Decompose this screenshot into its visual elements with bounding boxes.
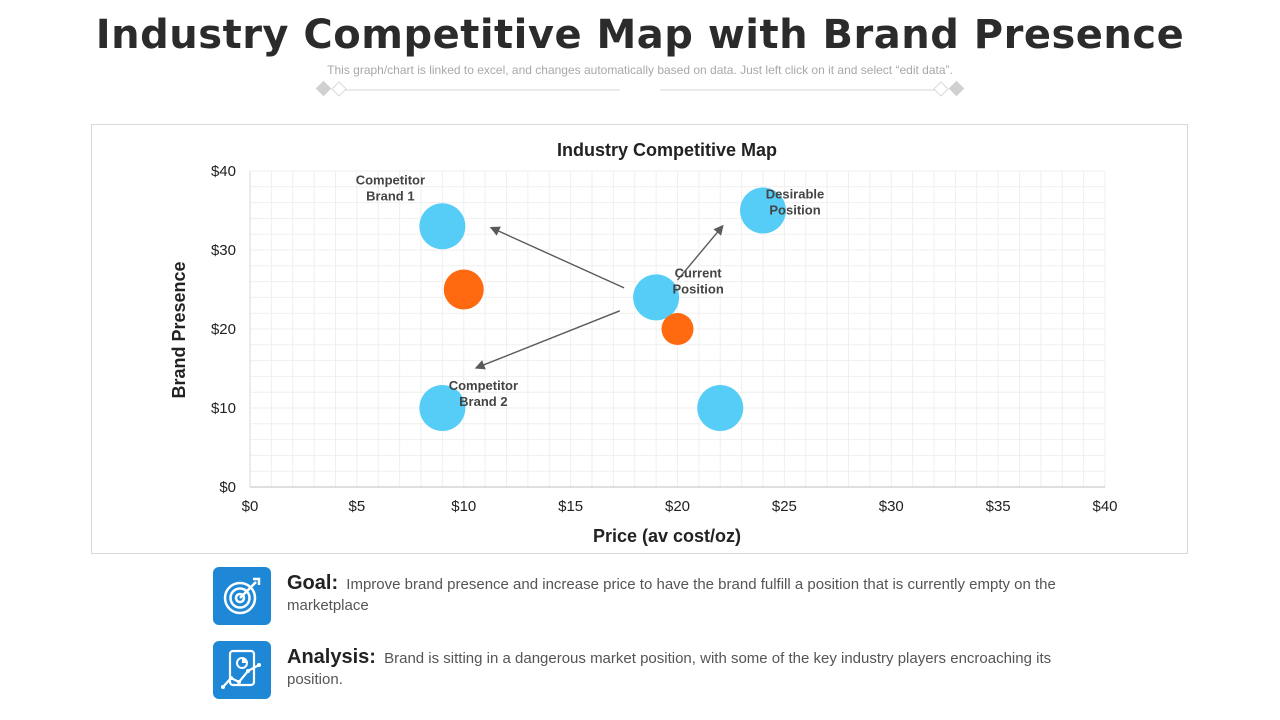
- x-tick-label: $20: [665, 498, 690, 515]
- x-tick-label: $35: [986, 498, 1011, 515]
- analysis-text-block: Analysis: Brand is sitting in a dangerou…: [287, 647, 1067, 690]
- direction-arrow: [474, 310, 621, 370]
- y-tick-label: $30: [211, 242, 236, 259]
- divider-diamond-left-outline: [331, 81, 347, 97]
- x-tick-label: $5: [349, 498, 366, 515]
- divider-diamond-left: [315, 80, 332, 97]
- analytics-report-icon: [213, 641, 271, 699]
- page-subtitle: This graph/chart is linked to excel, and…: [327, 63, 953, 77]
- y-tick-label: $0: [219, 479, 236, 496]
- analysis-heading: Analysis:: [287, 646, 376, 668]
- analysis-description: Brand is sitting in a dangerous market p…: [287, 650, 1052, 688]
- page-title: Industry Competitive Map with Brand Pres…: [95, 12, 1185, 58]
- x-tick-label: $0: [242, 498, 259, 515]
- x-tick-label: $10: [451, 498, 476, 515]
- data-point-blue: [633, 274, 680, 321]
- goal-heading: Goal:: [287, 572, 339, 594]
- title-divider: [315, 80, 965, 97]
- chart-title: Industry Competitive Map: [557, 140, 777, 160]
- direction-arrow: [489, 226, 625, 289]
- chart-axes: $0 $5 $10 $15 $20 $25 $30 $35 $40 $0 $10 $20 $30 $40: [211, 163, 1118, 515]
- data-point-blue: [697, 385, 744, 431]
- data-point-orange: [443, 269, 484, 310]
- goal-description: Improve brand presence and increase pric…: [287, 576, 1056, 614]
- data-point-orange: [661, 313, 694, 345]
- data-point-blue: [419, 385, 466, 431]
- data-point-blue: [419, 203, 466, 250]
- x-tick-label: $40: [1092, 498, 1117, 515]
- target-icon: [213, 567, 271, 625]
- data-point-blue: [740, 187, 786, 234]
- direction-arrow: [676, 224, 724, 281]
- competitive-map-chart: Industry Competitive Map $0 $5 $10 $15 $20 $2…: [169, 140, 1118, 546]
- x-tick-label: $30: [879, 498, 904, 515]
- chart-arrows: [474, 224, 724, 370]
- goal-text-block: Goal: Improve brand presence and increas…: [287, 573, 1067, 616]
- y-axis-label: Brand Presence: [169, 261, 189, 398]
- x-tick-label: $15: [558, 498, 583, 515]
- divider-diamond-right-outline: [933, 81, 949, 97]
- x-tick-label: $25: [772, 498, 797, 515]
- y-tick-label: $10: [211, 400, 236, 417]
- chart-points: [419, 187, 786, 431]
- x-axis-label: Price (av cost/oz): [593, 526, 741, 546]
- y-tick-label: $20: [211, 321, 236, 338]
- y-tick-label: $40: [211, 163, 236, 180]
- divider-diamond-right: [948, 80, 965, 97]
- chart-frame: [91, 124, 1188, 554]
